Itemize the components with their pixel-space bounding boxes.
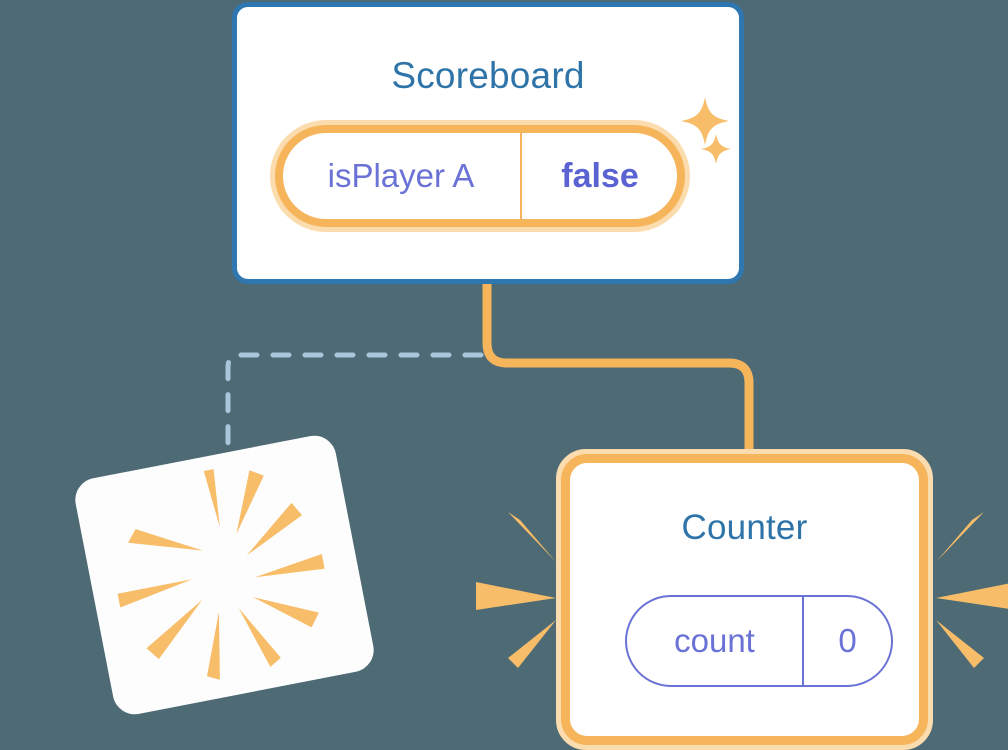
state-key-label: isPlayer A <box>327 157 475 194</box>
solid-connector-path <box>482 279 754 467</box>
burst-ray <box>254 554 325 578</box>
counter-ray-right <box>936 583 1008 609</box>
sparkle-small-icon <box>701 134 731 164</box>
burst-ray <box>117 579 193 608</box>
scoreboard-title: Scoreboard <box>391 55 585 96</box>
counter-ray-left <box>508 620 556 668</box>
pill-divider <box>802 597 804 685</box>
counter-ray-left <box>476 582 556 610</box>
counter-title: Counter <box>681 508 808 547</box>
pill-highlight-ring <box>275 125 685 227</box>
counter-left-rays <box>476 512 556 668</box>
burst-ray <box>146 599 203 660</box>
sparkle-large-icon <box>681 97 729 145</box>
burst-ray <box>236 470 264 534</box>
counter-card[interactable]: Counter count 0 <box>556 449 933 750</box>
state-key-label: count <box>674 622 755 659</box>
rerender-burst-card[interactable] <box>71 431 378 719</box>
state-value-label: false <box>561 156 639 195</box>
pill-divider <box>520 132 522 220</box>
counter-ray-left <box>508 512 556 562</box>
counter-ray-right <box>936 620 984 668</box>
counter-body: Counter count 0 <box>570 463 919 736</box>
burst-ray <box>128 529 203 551</box>
counter-state-pill[interactable]: count 0 <box>625 595 893 687</box>
burst-ray <box>246 502 302 556</box>
pill-content: isPlayer A false <box>282 132 678 220</box>
counter-right-rays <box>936 512 1008 668</box>
burst-ray <box>252 597 319 628</box>
counter-ray-right <box>936 512 984 562</box>
burst-rays-group <box>117 469 325 680</box>
pill-highlight-halo <box>270 120 690 232</box>
scoreboard-state-pill[interactable]: isPlayer A false <box>270 120 690 232</box>
burst-ray <box>206 611 220 680</box>
burst-ray <box>238 607 281 667</box>
state-value-label: 0 <box>838 622 857 659</box>
burst-ray <box>203 469 220 528</box>
scoreboard-card[interactable]: Scoreboard isPlayer A false <box>232 2 744 284</box>
